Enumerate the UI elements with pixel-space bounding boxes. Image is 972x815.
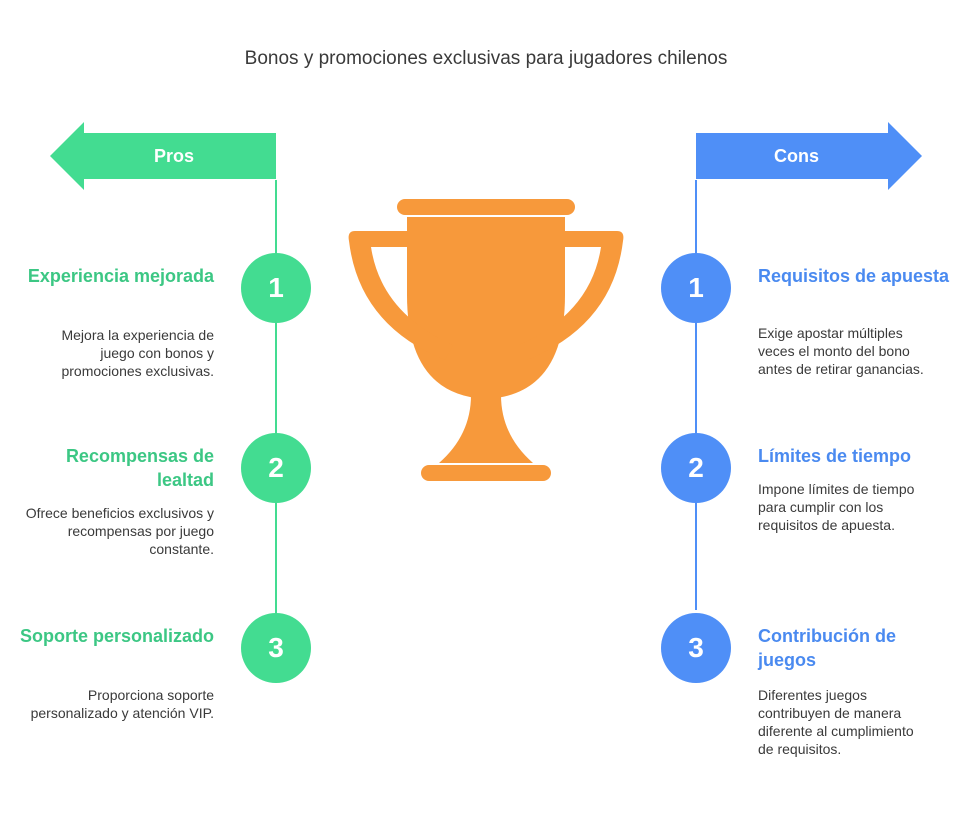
cons-item-title-2: Límites de tiempo xyxy=(758,446,912,466)
trophy-icon xyxy=(348,199,624,481)
cons-number-3: 3 xyxy=(661,613,731,683)
cons-number-1: 1 xyxy=(661,253,731,323)
pros-connector-line xyxy=(275,180,277,650)
pros-arrow: Pros xyxy=(50,122,276,190)
pros-number-3: 3 xyxy=(241,613,311,683)
cons-arrow: Cons xyxy=(696,122,922,190)
cons-item-title-1: Requisitos de apuesta xyxy=(758,266,950,286)
pros-item-desc-1: Mejora la experiencia de juego con bonos… xyxy=(61,327,214,379)
pros-item-title-2: Recompensas de lealtad xyxy=(65,446,214,490)
pros-item-desc-3: Proporciona soporte personalizado y aten… xyxy=(30,687,214,721)
cons-item-desc-1: Exige apostar múltiples veces el monto d… xyxy=(758,325,924,377)
page-title: Bonos y promociones exclusivas para juga… xyxy=(244,48,728,69)
cons-item-desc-2: Impone límites de tiempo para cumplir co… xyxy=(758,481,915,533)
pros-item-title-3: Soporte personalizado xyxy=(19,626,214,646)
cons-label: Cons xyxy=(774,146,819,166)
right-arrow-icon xyxy=(696,122,922,190)
cons-number-2: 2 xyxy=(661,433,731,503)
pros-item-desc-2: Ofrece beneficios exclusivos y recompens… xyxy=(25,505,214,557)
pros-label: Pros xyxy=(154,146,195,166)
cons-connector-line xyxy=(695,180,697,610)
cons-item-desc-3: Diferentes juegos contribuyen de manera … xyxy=(758,687,914,757)
pros-number-2: 2 xyxy=(241,433,311,503)
pros-number-1: 1 xyxy=(241,253,311,323)
left-arrow-icon xyxy=(50,122,276,190)
cons-item-title-3: Contribución de juegos xyxy=(758,626,896,670)
pros-item-title-1: Experiencia mejorada xyxy=(27,266,214,286)
